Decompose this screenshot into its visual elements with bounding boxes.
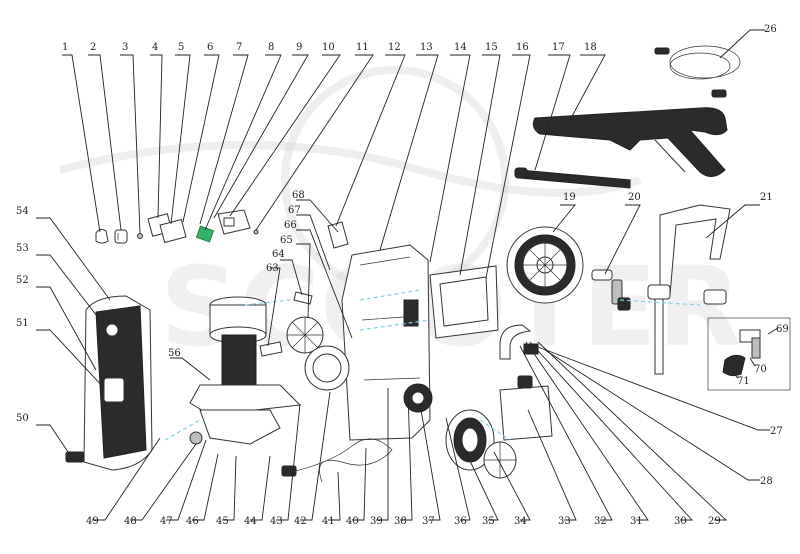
label-15: 15 <box>485 42 498 53</box>
label-36: 36 <box>454 516 467 527</box>
label-42: 42 <box>294 516 307 527</box>
part-19-hose-reel <box>506 226 584 304</box>
part-50-nozzle-fitting <box>65 451 85 463</box>
part-1-cap <box>95 228 109 244</box>
label-2: 2 <box>90 42 96 53</box>
label-41: 41 <box>322 516 335 527</box>
part-33-detergent-tank <box>499 375 553 441</box>
label-67: 67 <box>288 205 301 216</box>
label-16: 16 <box>516 42 529 53</box>
label-52: 52 <box>16 275 29 286</box>
label-37: 37 <box>422 516 435 527</box>
label-47: 47 <box>160 516 173 527</box>
part-65-wheel-rim <box>286 316 324 354</box>
label-13: 13 <box>420 42 433 53</box>
part-26-hose <box>654 45 741 98</box>
label-11: 11 <box>356 42 369 53</box>
part-2-knob <box>114 229 128 244</box>
part-37-gear <box>403 383 433 413</box>
labels-top: 1 2 3 4 5 6 7 8 9 10 11 12 13 14 15 16 1… <box>62 24 777 53</box>
part-13-main-housing <box>304 244 431 441</box>
part-21-trolley-handle <box>647 204 731 375</box>
part-35-wheel-hub <box>483 441 517 479</box>
label-26: 26 <box>764 24 777 35</box>
label-7: 7 <box>236 42 242 53</box>
part-36-wheel <box>445 409 495 471</box>
part-69-71-detail <box>707 317 791 391</box>
label-30: 30 <box>674 516 687 527</box>
part-41-power-cable <box>281 438 393 483</box>
part-56-motor-pump <box>189 296 302 445</box>
label-56: 56 <box>168 348 181 359</box>
label-29: 29 <box>708 516 721 527</box>
part-10-switch-housing <box>217 209 259 235</box>
labels-right: 19 20 21 69 70 71 27 28 <box>563 192 789 487</box>
label-48: 48 <box>124 516 137 527</box>
part-20-reel-crank <box>591 269 631 311</box>
label-51: 51 <box>16 318 29 329</box>
label-45: 45 <box>216 516 229 527</box>
part-63-bracket <box>259 341 283 357</box>
labels-bottom: 49 48 47 46 45 44 43 42 41 40 39 38 37 3… <box>86 516 721 527</box>
label-17: 17 <box>552 42 565 53</box>
label-28: 28 <box>760 476 773 487</box>
label-14: 14 <box>454 42 467 53</box>
part-15-front-frame <box>429 265 499 339</box>
labels-left: 54 53 52 51 50 <box>16 206 29 424</box>
label-65: 65 <box>280 235 293 246</box>
label-32: 32 <box>594 516 607 527</box>
part-54-back-panel <box>83 295 153 471</box>
leader-lines <box>36 29 779 521</box>
label-64: 64 <box>272 249 285 260</box>
label-10: 10 <box>322 42 335 53</box>
label-20: 20 <box>628 192 641 203</box>
labels-mid: 68 67 66 65 64 63 56 <box>168 190 305 359</box>
label-39: 39 <box>370 516 383 527</box>
label-40: 40 <box>346 516 359 527</box>
label-44: 44 <box>244 516 257 527</box>
label-4: 4 <box>152 42 158 53</box>
label-27: 27 <box>770 426 783 437</box>
label-35: 35 <box>482 516 495 527</box>
label-54: 54 <box>16 206 29 217</box>
label-43: 43 <box>270 516 283 527</box>
label-6: 6 <box>207 42 213 53</box>
label-38: 38 <box>394 516 407 527</box>
part-4-switch-box <box>147 213 187 244</box>
label-31: 31 <box>630 516 643 527</box>
label-5: 5 <box>178 42 184 53</box>
part-17-lance <box>514 167 631 189</box>
label-50: 50 <box>16 413 29 424</box>
label-68: 68 <box>292 190 305 201</box>
label-9: 9 <box>296 42 302 53</box>
assembly-guides <box>164 289 701 441</box>
label-53: 53 <box>16 243 29 254</box>
label-1: 1 <box>62 42 68 53</box>
label-3: 3 <box>122 42 128 53</box>
part-3-screw <box>137 233 143 239</box>
label-71: 71 <box>737 376 750 387</box>
label-70: 70 <box>754 364 767 375</box>
part-8-green-board <box>195 225 215 243</box>
label-33: 33 <box>558 516 571 527</box>
label-34: 34 <box>514 516 527 527</box>
label-18: 18 <box>584 42 597 53</box>
label-63: 63 <box>266 263 279 274</box>
part-18-spray-gun <box>532 107 728 177</box>
label-8: 8 <box>268 42 274 53</box>
label-46: 46 <box>186 516 199 527</box>
label-12: 12 <box>388 42 401 53</box>
label-69: 69 <box>776 324 789 335</box>
part-64-hose-clip <box>293 291 313 305</box>
label-49: 49 <box>86 516 99 527</box>
label-19: 19 <box>563 192 576 203</box>
label-66: 66 <box>284 220 297 231</box>
label-21: 21 <box>760 192 773 203</box>
